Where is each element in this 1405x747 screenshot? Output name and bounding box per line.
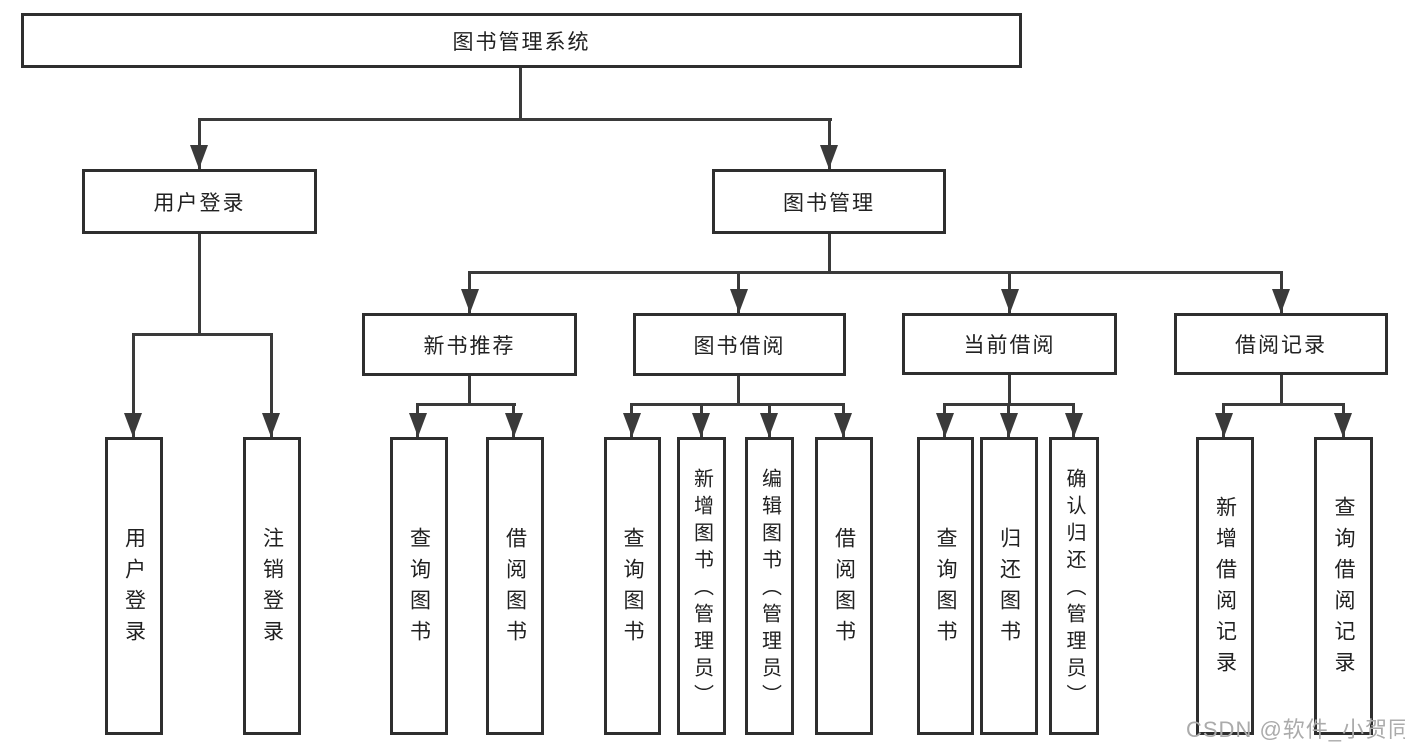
node-root-system: 图书管理系统 <box>21 13 1022 68</box>
arrow-down-icon <box>623 413 641 437</box>
connector-drop-user-login <box>198 118 201 169</box>
csdn-watermark: CSDN @软件_小贺同学 <box>1186 717 1405 742</box>
leaf-query-borrow-record: 查询借阅记录 <box>1314 437 1373 735</box>
node-borrow-record: 借阅记录 <box>1174 313 1388 375</box>
arrow-down-icon <box>461 289 479 313</box>
connector-bookmgmt-branch <box>468 271 1282 274</box>
arrow-down-icon <box>692 413 710 437</box>
arrow-down-icon <box>505 413 523 437</box>
arrow-down-icon <box>190 145 208 169</box>
node-book-management: 图书管理 <box>712 169 946 234</box>
node-current-borrow: 当前借阅 <box>902 313 1117 375</box>
connector-root-branch <box>198 118 832 121</box>
leaf-query-book-current: 查询图书 <box>917 437 974 735</box>
leaf-confirm-return-admin: 确认归还（管理员） <box>1049 437 1099 735</box>
leaf-borrow-book-recommend: 借阅图书 <box>486 437 544 735</box>
connector-branch <box>630 403 845 406</box>
node-book-borrow: 图书借阅 <box>633 313 846 376</box>
connector-drop-book-mgmt <box>828 118 831 169</box>
connector-stem <box>468 374 471 406</box>
arrow-down-icon <box>1272 289 1290 313</box>
connector-branch <box>1222 403 1345 406</box>
arrow-down-icon <box>834 413 852 437</box>
connector-drop <box>132 333 135 437</box>
connector-stem <box>1280 372 1283 406</box>
leaf-edit-book-admin: 编辑图书（管理员） <box>745 437 794 735</box>
leaf-borrow-book: 借阅图书 <box>815 437 873 735</box>
connector-userlogin-stem <box>198 232 201 336</box>
leaf-query-book-recommend: 查询图书 <box>390 437 448 735</box>
arrow-down-icon <box>1215 413 1233 437</box>
connector-userlogin-branch <box>132 333 273 336</box>
arrow-down-icon <box>262 413 280 437</box>
arrow-down-icon <box>124 413 142 437</box>
connector-drop <box>270 333 273 437</box>
arrow-down-icon <box>1001 289 1019 313</box>
arrow-down-icon <box>820 145 838 169</box>
arrow-down-icon <box>1000 413 1018 437</box>
arrow-down-icon <box>1065 413 1083 437</box>
node-new-book-recommend: 新书推荐 <box>362 313 577 376</box>
connector-root-stem <box>519 66 522 121</box>
arrow-down-icon <box>730 289 748 313</box>
leaf-add-borrow-record: 新增借阅记录 <box>1196 437 1254 735</box>
leaf-add-book-admin: 新增图书（管理员） <box>677 437 726 735</box>
connector-stem <box>737 374 740 406</box>
arrow-down-icon <box>936 413 954 437</box>
connector-stem <box>1008 372 1011 406</box>
leaf-user-login: 用户登录 <box>105 437 163 735</box>
node-user-login: 用户登录 <box>82 169 317 234</box>
arrow-down-icon <box>760 413 778 437</box>
leaf-logout: 注销登录 <box>243 437 301 735</box>
connector-bookmgmt-stem <box>828 232 831 274</box>
arrow-down-icon <box>409 413 427 437</box>
leaf-return-book: 归还图书 <box>980 437 1038 735</box>
leaf-query-book-borrow: 查询图书 <box>604 437 661 735</box>
arrow-down-icon <box>1334 413 1352 437</box>
connector-branch <box>416 403 516 406</box>
